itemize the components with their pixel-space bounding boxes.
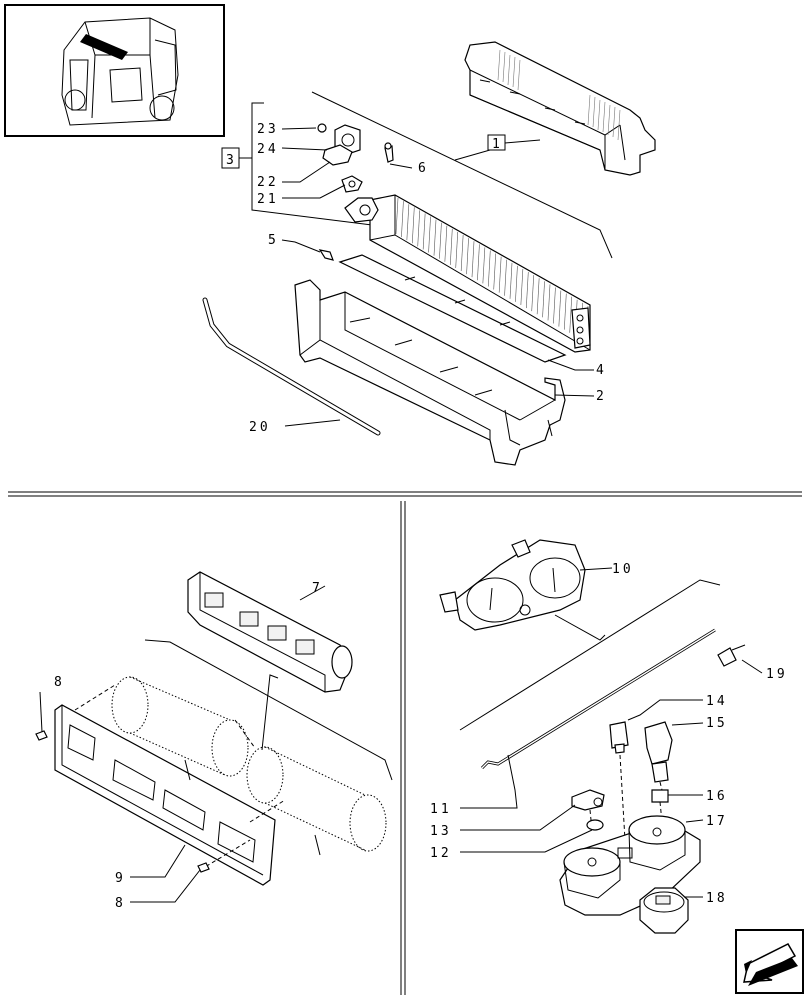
- label-19: 19: [766, 667, 788, 682]
- part-18-knob: [639, 887, 703, 934]
- part-8-screws: [35, 691, 210, 903]
- part-19-sensor: [717, 644, 763, 674]
- part-7-air-duct: [187, 571, 353, 693]
- label-1: 1: [492, 137, 503, 152]
- label-17: 17: [706, 814, 728, 829]
- valve-fittings-group: [317, 123, 394, 261]
- label-6: 6: [418, 161, 429, 176]
- label-23: 23: [257, 122, 279, 137]
- label-8-top: 8: [54, 675, 65, 690]
- label-20: 20: [249, 420, 271, 435]
- blower-fans: [74, 676, 387, 871]
- label-9: 9: [115, 871, 126, 886]
- part-4-gasket: [338, 254, 567, 363]
- bracket-and-seal: [460, 789, 605, 853]
- label-10: 10: [612, 562, 634, 577]
- label-22: 22: [257, 175, 279, 190]
- switch-components: [609, 699, 704, 841]
- callout-labels: 1 2 3 4 5 6 7 8 8 9 10 11 12 13 14 15 16…: [54, 122, 788, 911]
- section-separators: [8, 491, 802, 995]
- upper-leader-lines: [281, 127, 595, 427]
- label-7: 7: [312, 581, 323, 596]
- part-9-leader: [130, 844, 186, 878]
- label-21: 21: [257, 192, 279, 207]
- panel-reference-line: [459, 579, 721, 731]
- part-10-control-panel: [439, 539, 613, 631]
- part-3-kit-bracket: [221, 102, 381, 227]
- label-2: 2: [596, 389, 607, 404]
- part-21-evaporator-core: [344, 194, 591, 353]
- label-15: 15: [706, 716, 728, 731]
- part-1-housing-assembly: [454, 41, 656, 176]
- label-8-bottom: 8: [115, 896, 126, 911]
- panel-pointer: [554, 614, 606, 641]
- label-14: 14: [706, 694, 728, 709]
- part-11-control-cable: [460, 628, 716, 809]
- label-24: 24: [257, 142, 279, 157]
- label-18: 18: [706, 891, 728, 906]
- label-16: 16: [706, 789, 728, 804]
- label-13: 13: [430, 824, 452, 839]
- label-3: 3: [226, 153, 237, 168]
- part-2-lower-housing: [294, 279, 566, 466]
- next-page-arrow-icon[interactable]: [735, 929, 804, 994]
- label-12: 12: [430, 846, 452, 861]
- assembly-reference-line: [311, 91, 613, 259]
- duct-pointer: [261, 674, 279, 751]
- label-5: 5: [268, 233, 279, 248]
- label-4: 4: [596, 363, 607, 378]
- label-11: 11: [430, 802, 452, 817]
- tractor-cab-thumbnail-icon: [4, 4, 225, 137]
- blower-reference-line: [144, 639, 393, 781]
- part-9-mounting-plate: [54, 704, 276, 886]
